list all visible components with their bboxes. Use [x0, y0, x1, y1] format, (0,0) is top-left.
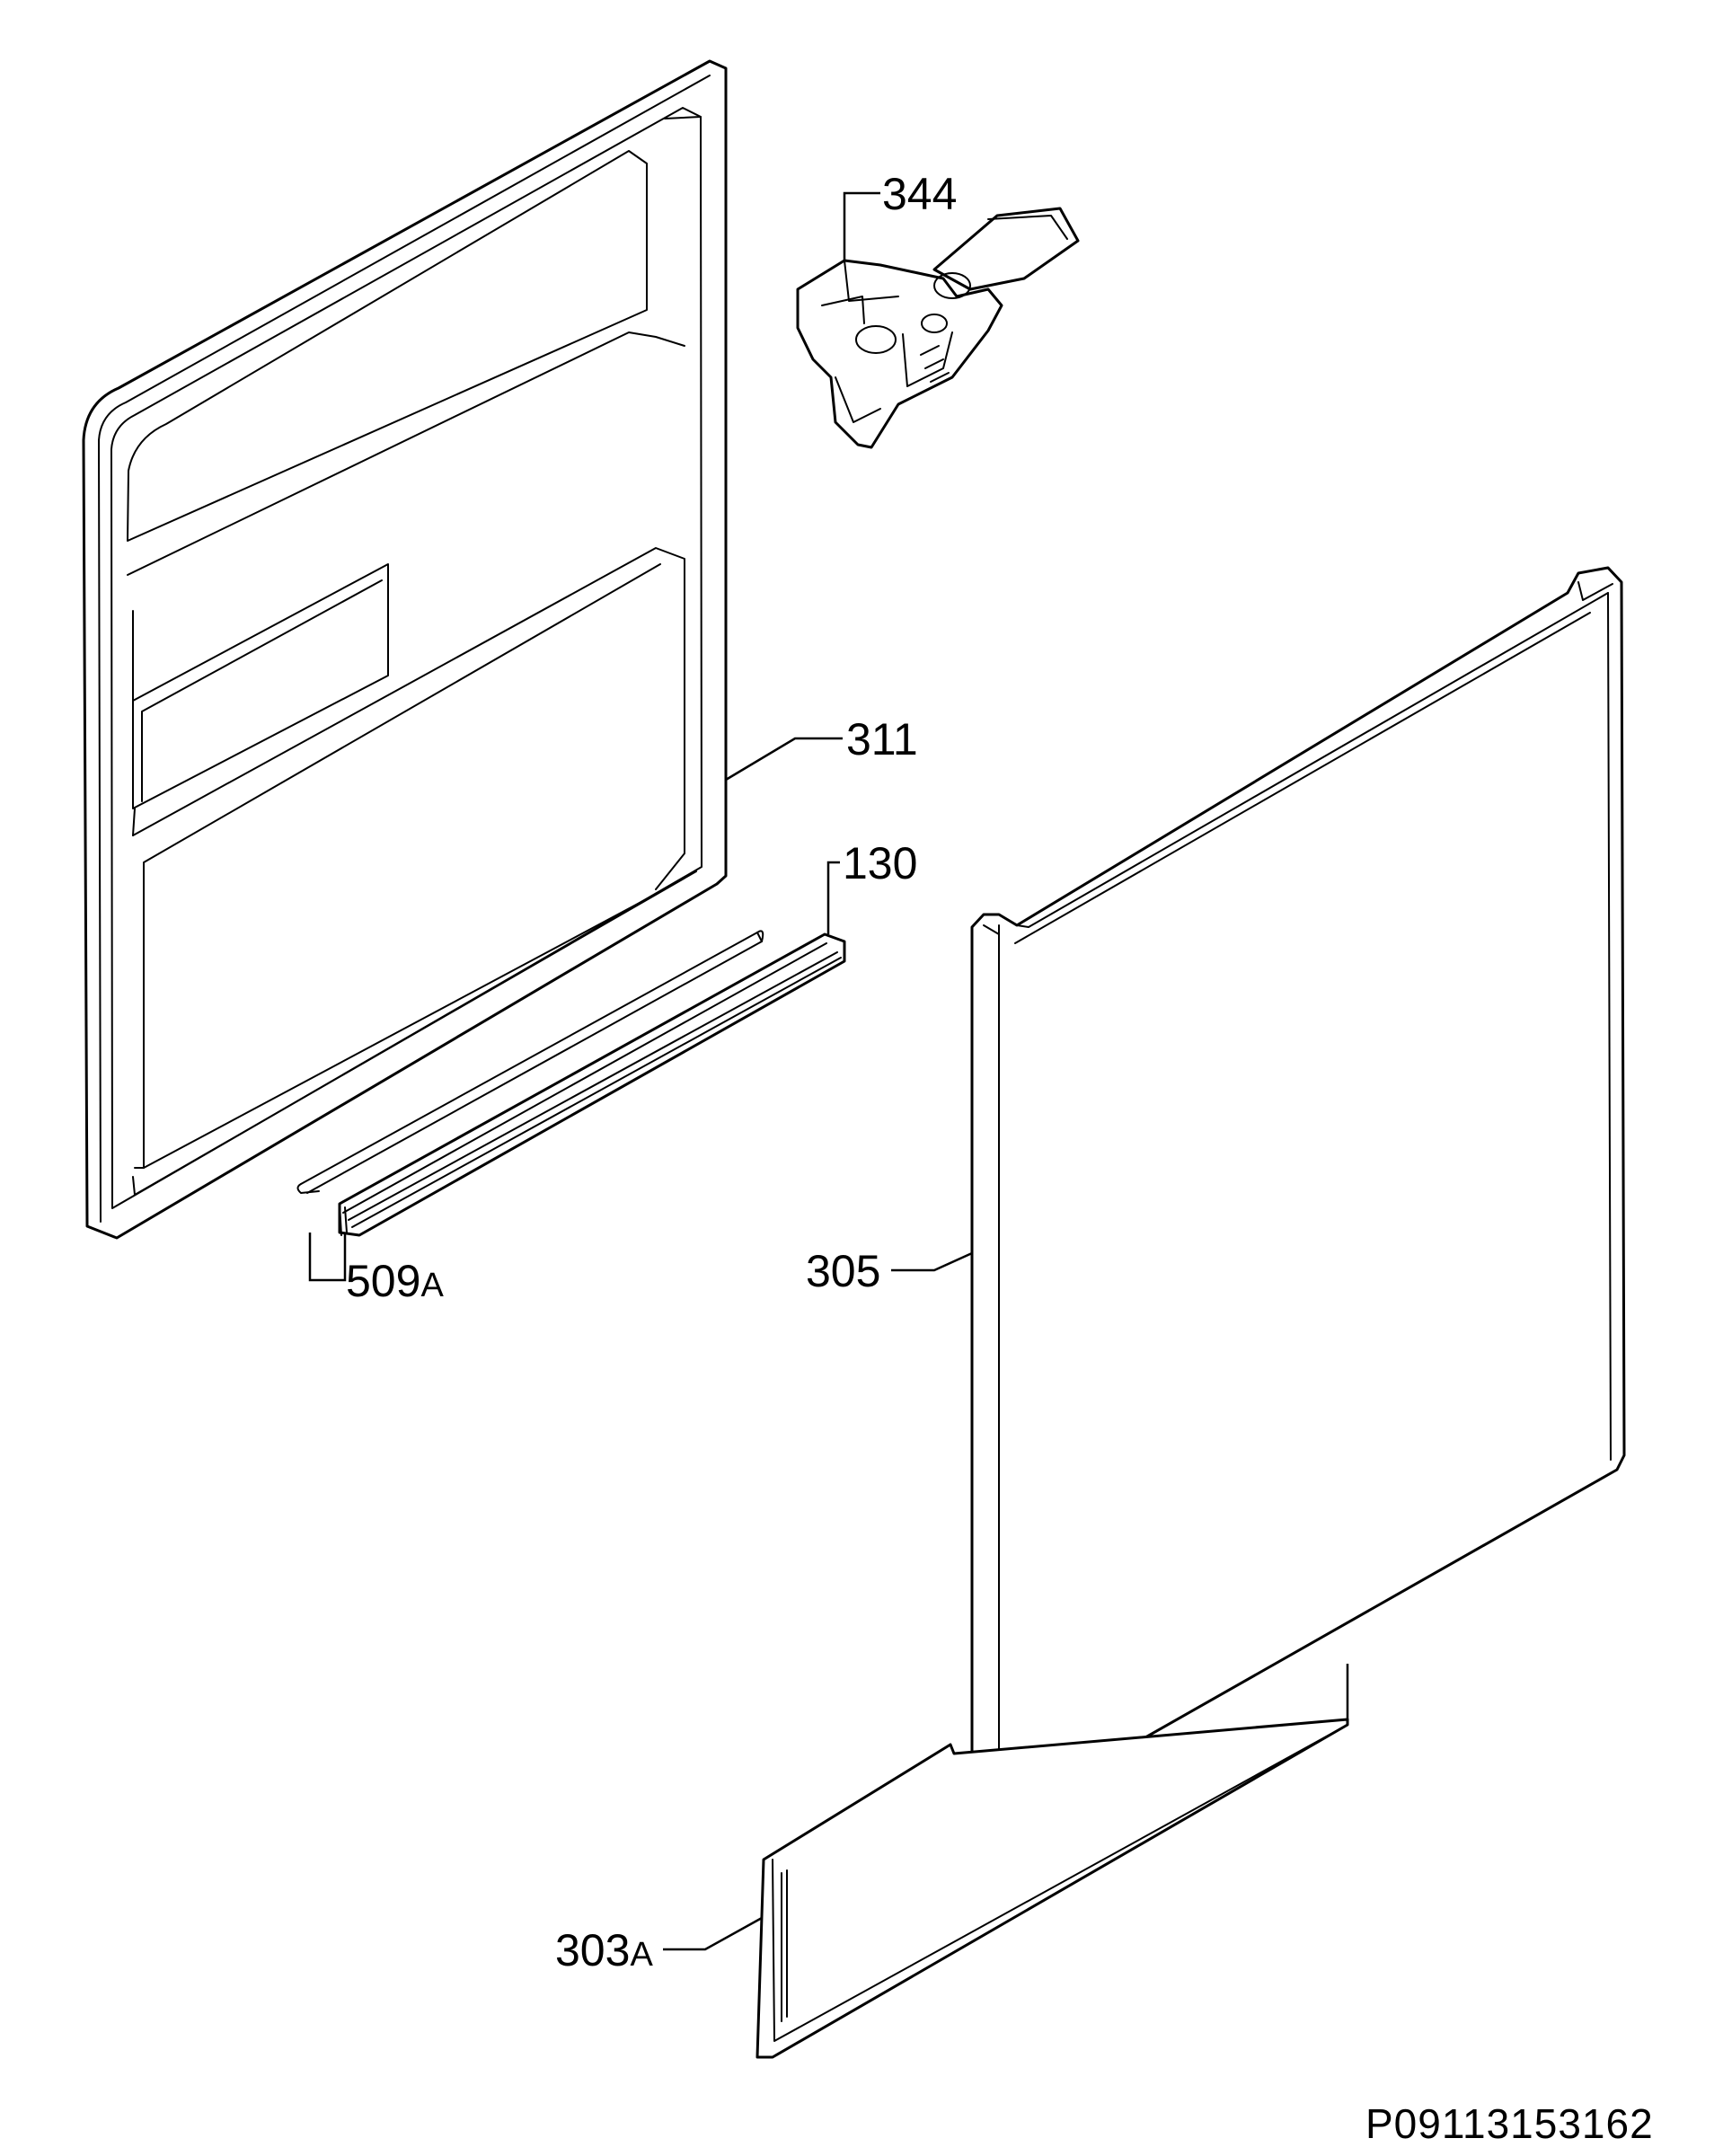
leader-130	[826, 861, 840, 934]
callout-311: 311	[846, 714, 918, 764]
leader-509a	[308, 1233, 347, 1282]
bottom-trim-strip-303a	[755, 1718, 1349, 2059]
callout-344: 344	[882, 169, 957, 219]
leader-303a	[663, 1916, 763, 1951]
wire-rail-509a	[296, 930, 764, 1194]
seal-strip-130	[338, 932, 846, 1237]
callout-305: 305	[806, 1246, 880, 1296]
leader-311	[725, 737, 843, 782]
door-latch-344	[796, 207, 1080, 449]
callout-303a: 303A	[555, 1925, 653, 1975]
leader-305	[891, 1251, 973, 1272]
callout-130: 130	[843, 838, 917, 888]
drawing-reference-number: P09113153162	[1365, 2100, 1654, 2147]
outer-door-panel-305	[970, 566, 1626, 1825]
leader-344	[843, 191, 880, 261]
callout-509a: 509A	[346, 1256, 444, 1306]
inner-door-panel-311	[82, 59, 728, 1240]
